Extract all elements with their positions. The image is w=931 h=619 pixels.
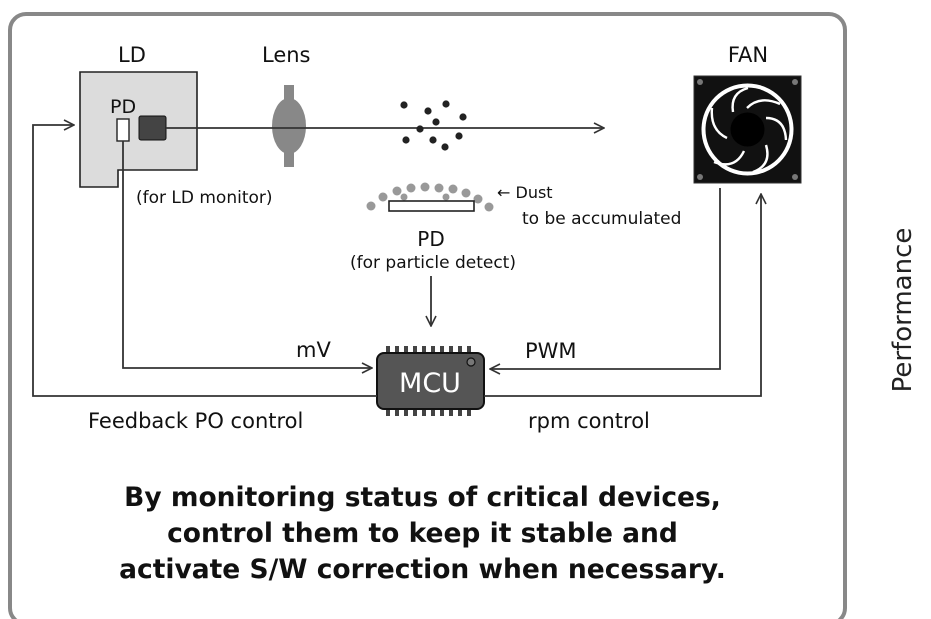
lens-element xyxy=(272,98,306,154)
pwm-signal-line xyxy=(490,188,721,369)
diagram-frame xyxy=(8,12,847,619)
ld-monitor-note: (for LD monitor) xyxy=(136,188,273,208)
dust-accumulated-label: to be accumulated xyxy=(522,209,681,229)
fan-icon xyxy=(693,75,802,184)
pd-particle-label: PD xyxy=(417,227,444,251)
lens-mount-top xyxy=(284,85,294,102)
pwm-label: PWM xyxy=(525,339,577,363)
particle-detect-note: (for particle detect) xyxy=(350,253,516,273)
performance-axis-label: Performance xyxy=(888,228,918,393)
rpm-control-line xyxy=(484,194,761,397)
mcu-label: MCU xyxy=(399,368,461,399)
footer-caption: By monitoring status of critical devices… xyxy=(20,480,825,588)
mcu-chip: MCU xyxy=(376,346,485,416)
footer-line-2: control them to keep it stable and xyxy=(167,518,678,549)
fan-label: FAN xyxy=(728,43,768,67)
feedback-label: Feedback PO control xyxy=(88,409,303,433)
particles xyxy=(400,100,467,151)
pd-monitor-label: PD xyxy=(110,96,136,118)
lens-label: Lens xyxy=(262,43,311,67)
ld-label: LD xyxy=(118,43,146,67)
dust-label: ← Dust xyxy=(497,183,553,202)
particle-detector-pd xyxy=(388,200,475,212)
lens-mount-bottom xyxy=(284,150,294,167)
footer-line-3: activate S/W correction when necessary. xyxy=(119,554,726,585)
dust-cluster xyxy=(366,182,494,212)
footer-line-1: By monitoring status of critical devices… xyxy=(124,482,721,513)
feedback-line xyxy=(32,125,377,397)
photodiode-monitor xyxy=(116,118,130,142)
mv-signal-line xyxy=(122,141,372,368)
rpm-label: rpm control xyxy=(528,409,650,433)
mv-label: mV xyxy=(296,338,331,362)
laser-diode-chip xyxy=(138,115,167,141)
side-axis: Performance xyxy=(888,228,918,393)
